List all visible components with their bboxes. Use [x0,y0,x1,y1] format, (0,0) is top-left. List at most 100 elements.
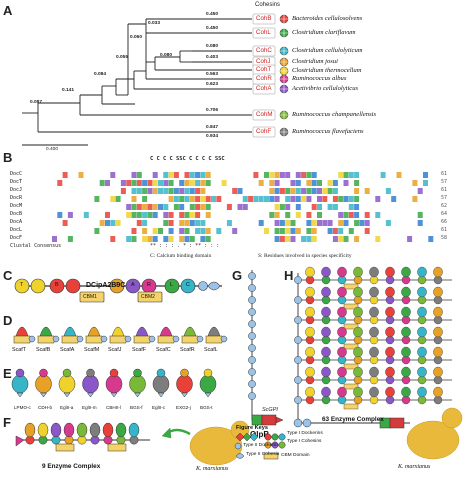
alignment-cell [163,212,169,218]
alignment-cell [62,180,68,186]
alignment-cell [226,188,232,194]
alignment-cell [73,228,79,234]
alignment-cell [343,220,349,226]
alignment-cell [242,236,248,242]
enzyme-label: CDH-b [38,405,53,410]
alignment-cell [253,172,259,178]
olpb-label: OlpB [250,430,270,439]
alignment-cell [78,180,84,186]
alignment-cell [311,196,317,202]
module-label: C [186,282,190,288]
alignment-cell [136,172,142,178]
alignment-cell [332,196,338,202]
alignment-cell [89,196,95,202]
scaffold-label: ScafL [204,347,218,353]
cohesin-label: CohR [256,75,272,82]
alignment-cell [158,180,163,186]
alignment-cell [322,172,328,178]
alignment-cell [62,172,68,178]
alignment-cell [232,204,238,210]
alignment-cell [226,204,232,210]
alignment-cell [110,180,116,186]
alignment-cell [332,236,338,242]
alignment-cell [248,172,254,178]
sequence-name: DocF [10,235,23,241]
alignment-cell [83,220,89,226]
alignment-cell [253,196,259,202]
alignment-cell [158,220,163,226]
alignment-cell [391,212,397,218]
alignment-cell [94,212,100,218]
alignment-cell [237,172,243,178]
alignment-cell [274,196,280,202]
panel-letter-a: A [3,3,13,18]
sequence-length: 57 [441,179,448,185]
alignment-cell [253,204,259,210]
scale-bar-label: 0.400 [46,147,59,152]
alignment-cell [343,204,349,210]
alignment-cell [200,204,206,210]
alignment-cell [115,188,121,194]
alignment-cell [248,220,254,226]
sequence-name: DocL [10,227,23,233]
alignment-cell [423,204,428,210]
alignment-cell [83,180,89,186]
alignment-cell [131,228,137,234]
alignment-cell [285,212,291,218]
branch-label: 0.055 [116,55,129,60]
alignment-cell [105,228,110,234]
alignment-cell [179,180,185,186]
sequence-name: DocB [10,211,23,217]
alignment-cell [242,188,248,194]
alignment-cell [311,212,317,218]
alignment-cell [380,228,386,234]
alignment-cell [290,204,296,210]
alignment-cell [89,212,95,218]
alignment-cell [115,228,121,234]
enzyme-label: EXG2-j [176,405,191,410]
alignment-cell [89,180,95,186]
alignment-cell [211,172,216,178]
alignment-cell [364,236,370,242]
alignment-cell [370,212,375,218]
alignment-cell [428,220,434,226]
alignment-cell [343,236,349,242]
alignment-cell [428,204,434,210]
alignment-cell [216,172,222,178]
alignment-cell [147,236,153,242]
alignment-cell [269,228,275,234]
branch-label: 0.141 [62,88,75,93]
enzyme-label: BGS-t [200,405,213,410]
cohesin-label: CohF [256,128,272,135]
sequence-name: DocJ [10,187,23,193]
nine-enzyme-complex-label: 9 Enzyme Complex [42,463,101,470]
alignment-cell [126,212,132,218]
alignment-cell [391,204,397,210]
alignment-cell [370,188,375,194]
alignment-cell [221,212,227,218]
alignment-cell [317,196,322,202]
alignment-cell [142,172,148,178]
alignment-cell [364,212,370,218]
alignment-cell [428,228,434,234]
alignment-cell [269,204,275,210]
module-label: B [55,282,59,288]
alignment-cell [126,196,132,202]
alignment-cell [115,196,121,202]
panel-letter-d: D [3,313,13,328]
alignment-cell [269,236,275,242]
sequence-name: DocA [10,219,23,225]
alignment-cell [189,236,195,242]
alignment-cell [322,236,328,242]
alignment-cell [317,180,322,186]
cohesin-label: CohM [256,111,273,118]
alignment-cell [327,236,333,242]
alignment-cell [211,228,216,234]
alignment-cell [285,220,291,226]
alignment-cell [62,196,68,202]
alignment-cell [274,220,280,226]
enzyme-label: EglII-m [82,405,97,410]
alignment-cell [359,188,365,194]
alignment-cell [311,236,317,242]
